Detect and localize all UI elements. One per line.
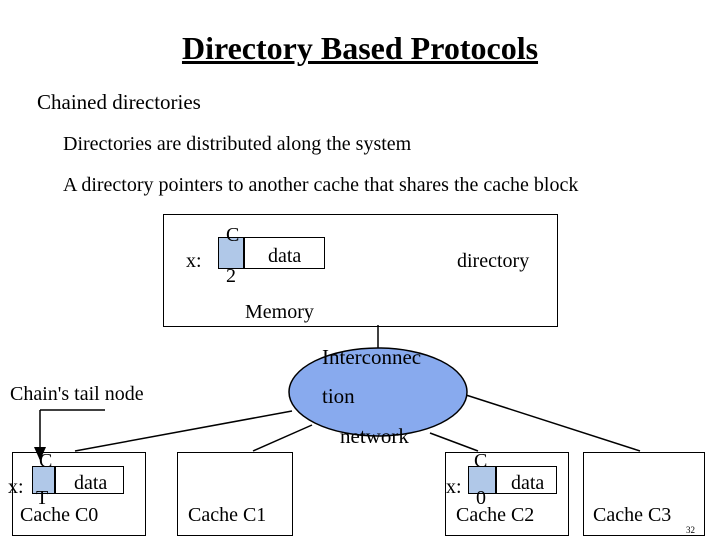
interconnection-network — [288, 347, 468, 437]
page-title: Directory Based Protocols — [181, 30, 539, 66]
cache-c2-data-label: data — [511, 472, 545, 494]
memory-state-bottom: 2 — [226, 265, 236, 287]
bullet-distributed: Directories are distributed along the sy… — [63, 133, 412, 155]
cache-c0-state-top: C — [39, 450, 53, 472]
cache-c2-data-cell — [495, 466, 557, 494]
network-label-3: network — [340, 424, 409, 448]
network-label-2: tion — [322, 384, 355, 408]
memory-state-cell — [218, 237, 245, 269]
cache-c1-box — [177, 452, 293, 536]
cache-c0-data-label: data — [74, 472, 108, 494]
cache-c0-state-bottom: T — [36, 487, 49, 509]
memory-box — [163, 214, 558, 327]
cache-c2-state-top: C — [474, 450, 488, 472]
cache-c2-box — [445, 452, 569, 536]
page-number: 32 — [686, 525, 695, 535]
link-c1 — [252, 424, 313, 452]
network-label-1: Interconnec — [322, 345, 422, 369]
memory-state-top: C — [226, 224, 240, 246]
cache-c0-x-label: x: — [8, 476, 24, 498]
link-c3 — [465, 394, 641, 452]
link-c2 — [429, 432, 479, 452]
cache-c0-box — [12, 452, 146, 536]
link-c0 — [74, 410, 293, 452]
cache-c2-state-cell — [468, 466, 497, 494]
cache-c2-state-bottom: 0 — [476, 487, 486, 509]
cache-c0-data-cell — [54, 466, 124, 494]
bullet-pointer: A directory pointers to another cache th… — [63, 174, 579, 196]
cache-c3-name: Cache C3 — [593, 504, 672, 526]
cache-c2-x-label: x: — [446, 476, 462, 498]
memory-name: Memory — [245, 301, 314, 323]
cache-c0-name: Cache C0 — [20, 504, 99, 526]
chain-tail-label: Chain's tail node — [10, 383, 144, 405]
directory-label: directory — [457, 250, 530, 272]
cache-c0-state-cell — [32, 466, 56, 494]
memory-data-label: data — [268, 245, 302, 267]
cache-c1-name: Cache C1 — [188, 504, 267, 526]
cache-c2-name: Cache C2 — [456, 504, 535, 526]
memory-x-label: x: — [186, 250, 202, 272]
memory-data-cell — [243, 237, 325, 269]
bullet-chained-directories: Chained directories — [37, 90, 201, 114]
cache-c3-box — [583, 452, 705, 536]
